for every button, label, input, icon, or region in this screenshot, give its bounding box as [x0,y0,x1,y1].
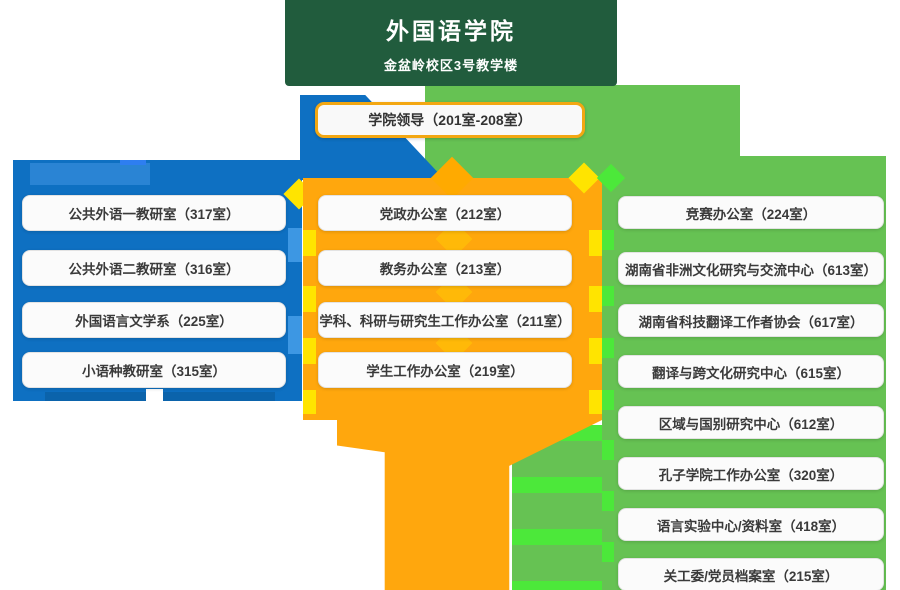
org-unit-box: 湖南省科技翻译工作者协会（617室） [618,304,884,337]
green-accent-strip [602,491,614,511]
org-unit-box: 党政办公室（212室） [318,195,572,231]
page-subtitle: 金盆岭校区3号教学楼 [383,58,519,73]
org-unit-box: 小语种教研室（315室） [22,352,286,388]
green-accent-strip [602,542,614,562]
leadership-box: 学院领导（201室-208室） [315,102,585,138]
yellow-accent-strip [589,390,602,414]
yellow-accent-strip [303,286,316,312]
yellow-accent-strip [589,338,602,364]
org-unit-box: 湖南省非洲文化研究与交流中心（613室） [618,252,884,285]
org-unit-box: 教务办公室（213室） [318,250,572,286]
org-unit-box: 翻译与跨文化研究中心（615室） [618,355,884,388]
blue-accent-patch [30,163,150,185]
org-unit-box: 语言实验中心/资料室（418室） [618,508,884,541]
org-unit-box: 关工委/党员档案室（215室） [618,558,884,590]
green-accent-strip [602,390,614,410]
org-unit-box: 学科、科研与研究生工作办公室（211室） [318,302,572,338]
yellow-accent-strip [303,390,316,414]
chart-header: 外国语学院 金盆岭校区3号教学楼 [285,0,617,86]
green-accent-strip [602,440,614,460]
blue-accent-strip [288,316,302,354]
green-accent-strip [602,286,614,306]
blue-panel-notch [146,389,163,401]
org-unit-box: 外国语言文学系（225室） [22,302,286,338]
yellow-accent-strip [303,338,316,364]
org-unit-box: 公共外语一教研室（317室） [22,195,286,231]
org-unit-box: 孔子学院工作办公室（320室） [618,457,884,490]
org-unit-box: 公共外语二教研室（316室） [22,250,286,286]
yellow-accent-strip [303,230,316,256]
org-unit-box: 区域与国别研究中心（612室） [618,406,884,439]
page-title: 外国语学院 [386,18,516,44]
yellow-accent-strip [589,286,602,312]
green-accent-strip [602,230,614,250]
org-unit-box: 学生工作办公室（219室） [318,352,572,388]
yellow-accent-strip [589,230,602,256]
blue-accent-strip [288,228,302,262]
org-unit-box: 竞赛办公室（224室） [618,196,884,229]
blue-accent-line [120,160,146,165]
green-accent-strip [602,338,614,358]
